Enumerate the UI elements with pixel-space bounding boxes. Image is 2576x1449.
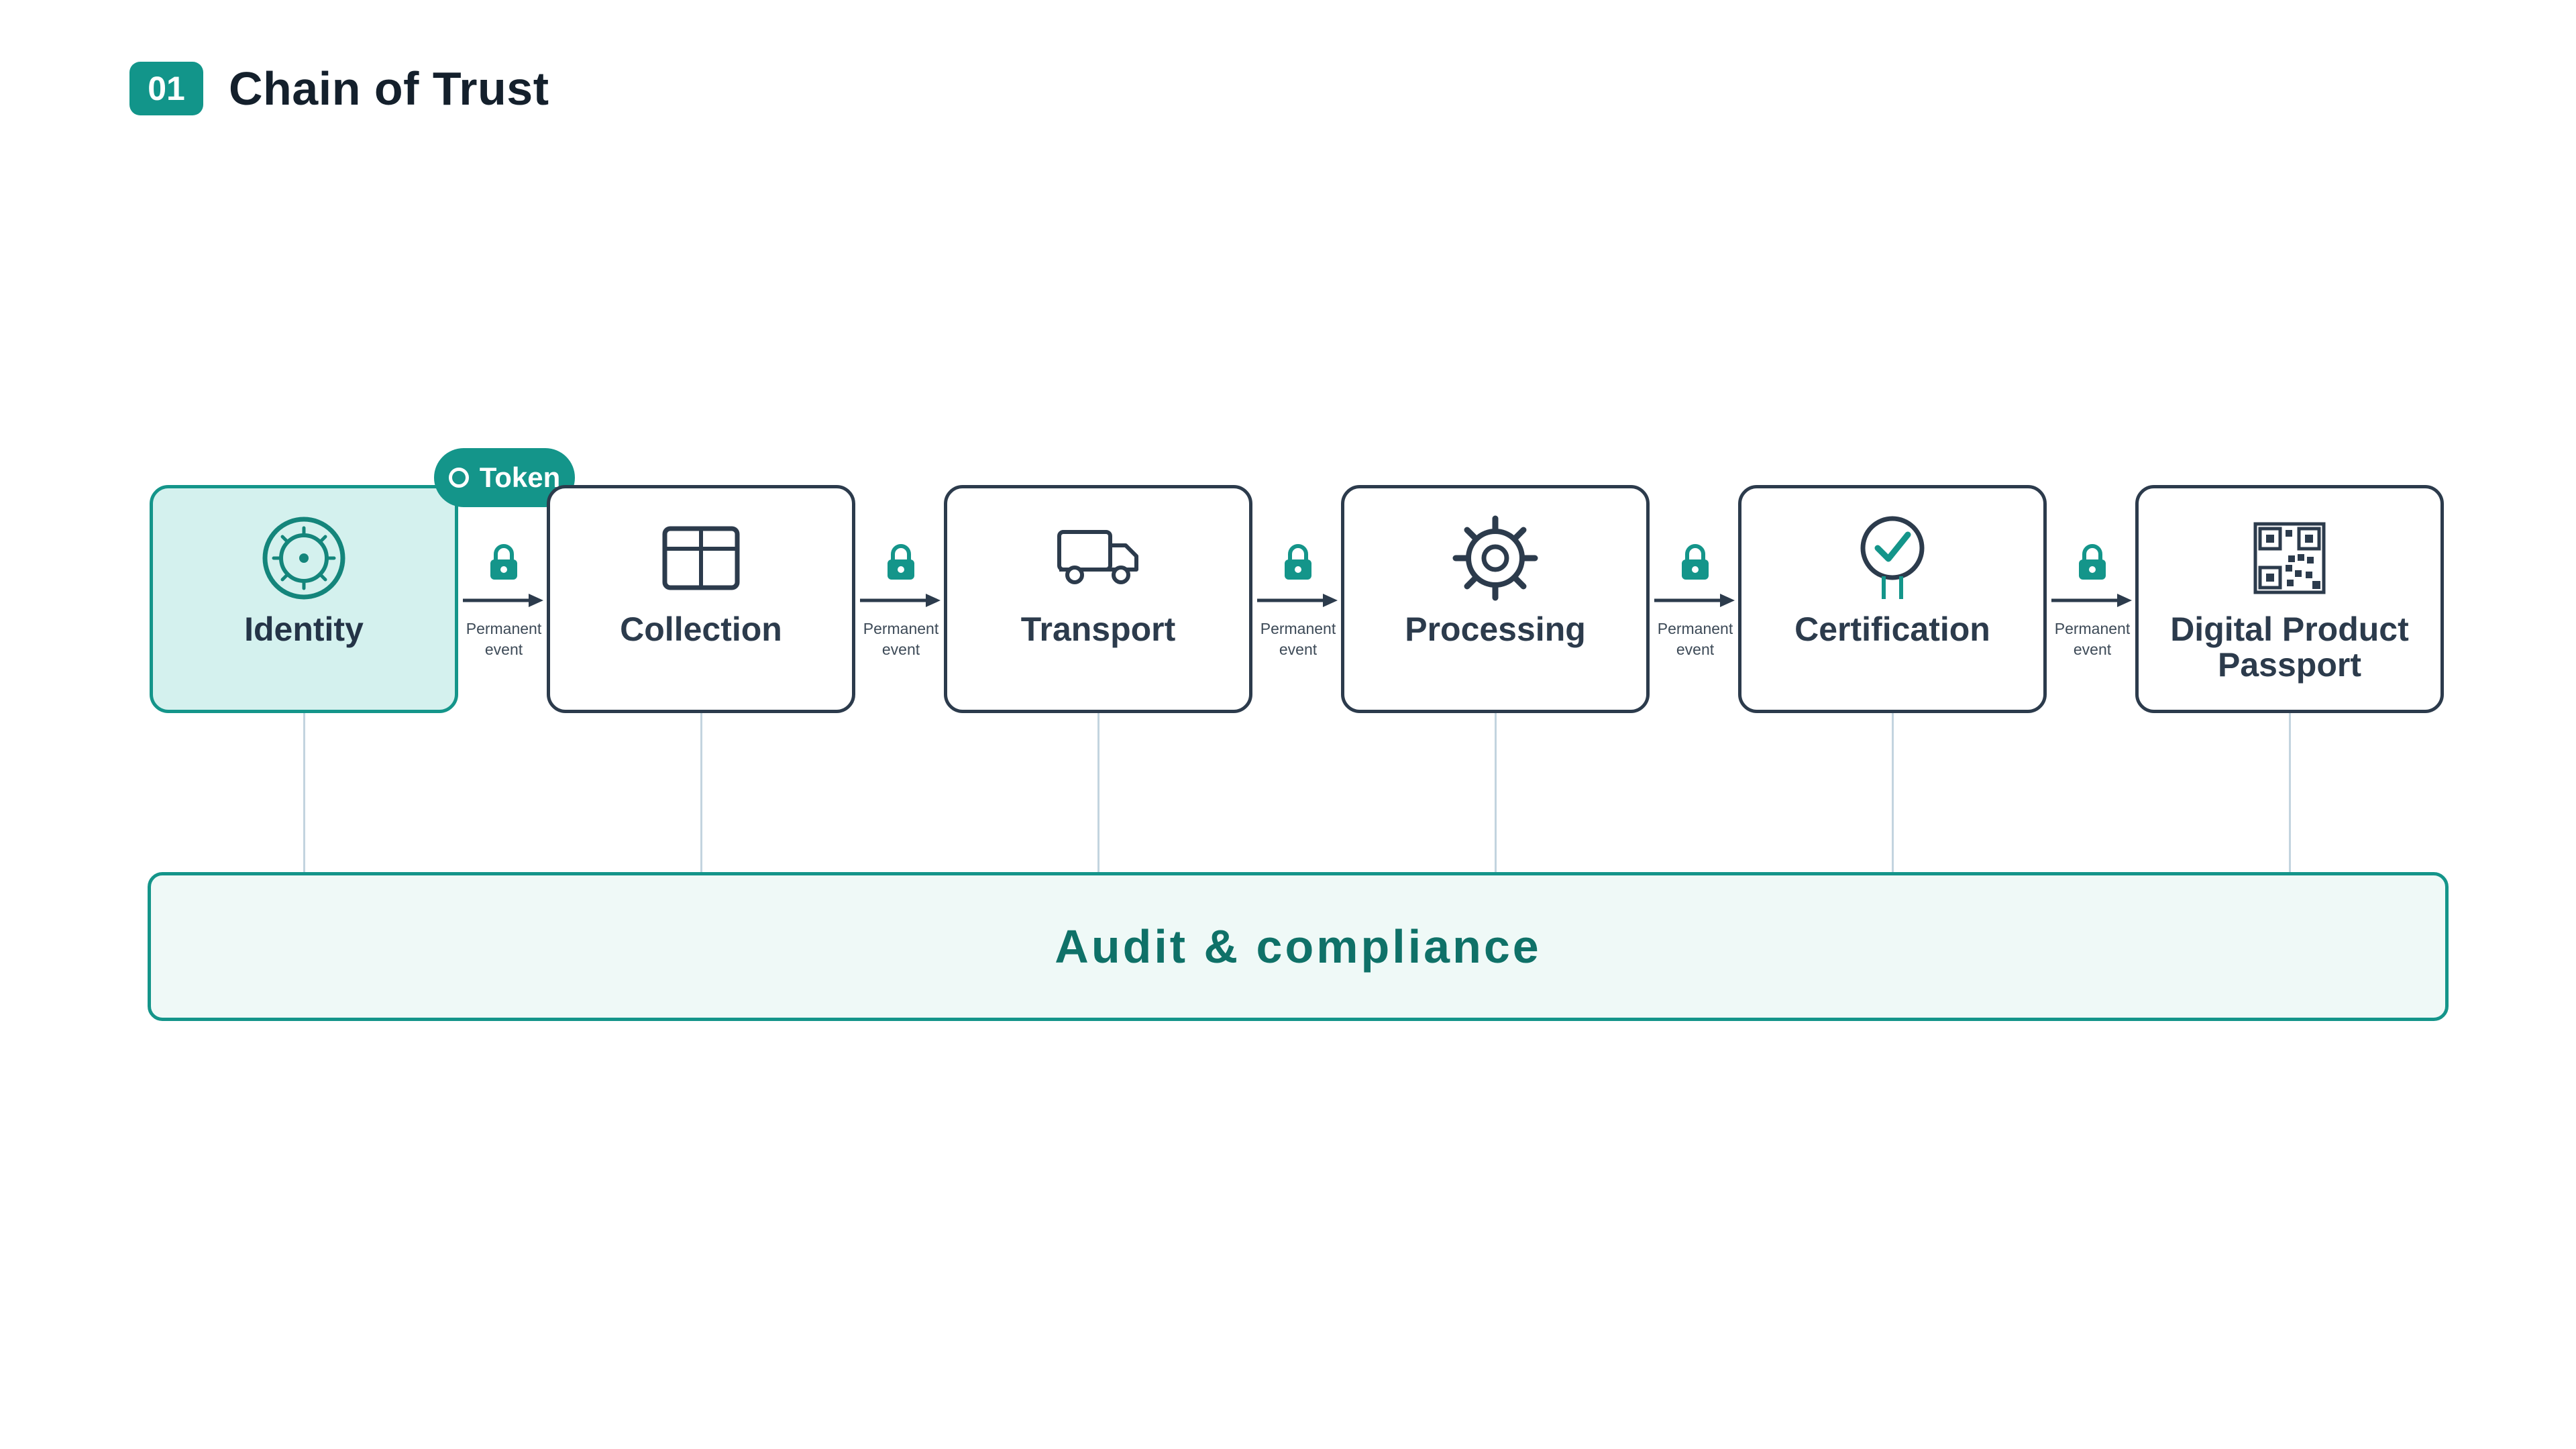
token-ring-icon [448, 468, 469, 488]
link-caption: Permanent event [863, 620, 939, 658]
arrow-right-icon [1257, 592, 1339, 612]
qr-code-icon [2246, 518, 2333, 598]
stage-label: Certification [1794, 610, 1990, 648]
gear-icon [1452, 515, 1539, 601]
stage-label: Processing [1405, 610, 1586, 648]
stage-certification[interactable]: Certification [1738, 485, 2047, 713]
link-caption: Permanent event [1260, 620, 1336, 658]
stage-label: Identity [244, 610, 364, 648]
lock-icon [1281, 543, 1315, 584]
audit-connector [1495, 713, 1497, 872]
audit-connector [1892, 713, 1894, 872]
arrow-right-icon [2051, 592, 2133, 612]
lock-icon [2076, 543, 2109, 584]
collection-grid-icon [657, 518, 745, 598]
audit-compliance-bar: Audit & compliance [148, 872, 2449, 1021]
link-caption: Permanent event [1657, 620, 1733, 658]
section-number-badge: 01 [129, 62, 203, 115]
stage-label: Collection [620, 610, 782, 648]
audit-connector [1097, 713, 1099, 872]
audit-label: Audit & compliance [1055, 920, 1542, 973]
permanent-event-link: Permanent event [2051, 543, 2133, 664]
stage-transport[interactable]: Transport [944, 485, 1252, 713]
arrow-right-icon [860, 592, 942, 612]
audit-connector [2289, 713, 2291, 872]
permanent-event-link: Permanent event [860, 543, 942, 664]
stage-digital-product-passport[interactable]: Digital Product Passport [2135, 485, 2444, 713]
permanent-event-link: Permanent event [1257, 543, 1339, 664]
stage-label: Transport [1020, 610, 1176, 648]
stage-identity[interactable]: Identity [150, 485, 458, 713]
arrow-right-icon [463, 592, 545, 612]
token-badge: Token [434, 448, 575, 507]
audit-connector [700, 713, 702, 872]
page-header: 01 Chain of Trust [129, 62, 549, 115]
arrow-right-icon [1654, 592, 1736, 612]
link-caption: Permanent event [2054, 620, 2131, 658]
lock-icon [487, 543, 521, 584]
certificate-check-icon [1849, 516, 1936, 599]
lock-icon [1678, 543, 1712, 584]
page-title: Chain of Trust [229, 62, 549, 115]
permanent-event-link: Permanent event [463, 543, 545, 664]
stage-collection[interactable]: Collection [547, 485, 855, 713]
link-caption: Permanent event [466, 620, 542, 658]
lock-icon [884, 543, 918, 584]
token-label: Token [479, 462, 561, 493]
permanent-event-link: Permanent event [1654, 543, 1736, 664]
identity-seal-icon [260, 517, 347, 600]
stage-label: Digital Product Passport [2170, 610, 2409, 684]
truck-icon [1055, 518, 1142, 598]
audit-connector [303, 713, 305, 872]
stage-processing[interactable]: Processing [1341, 485, 1650, 713]
